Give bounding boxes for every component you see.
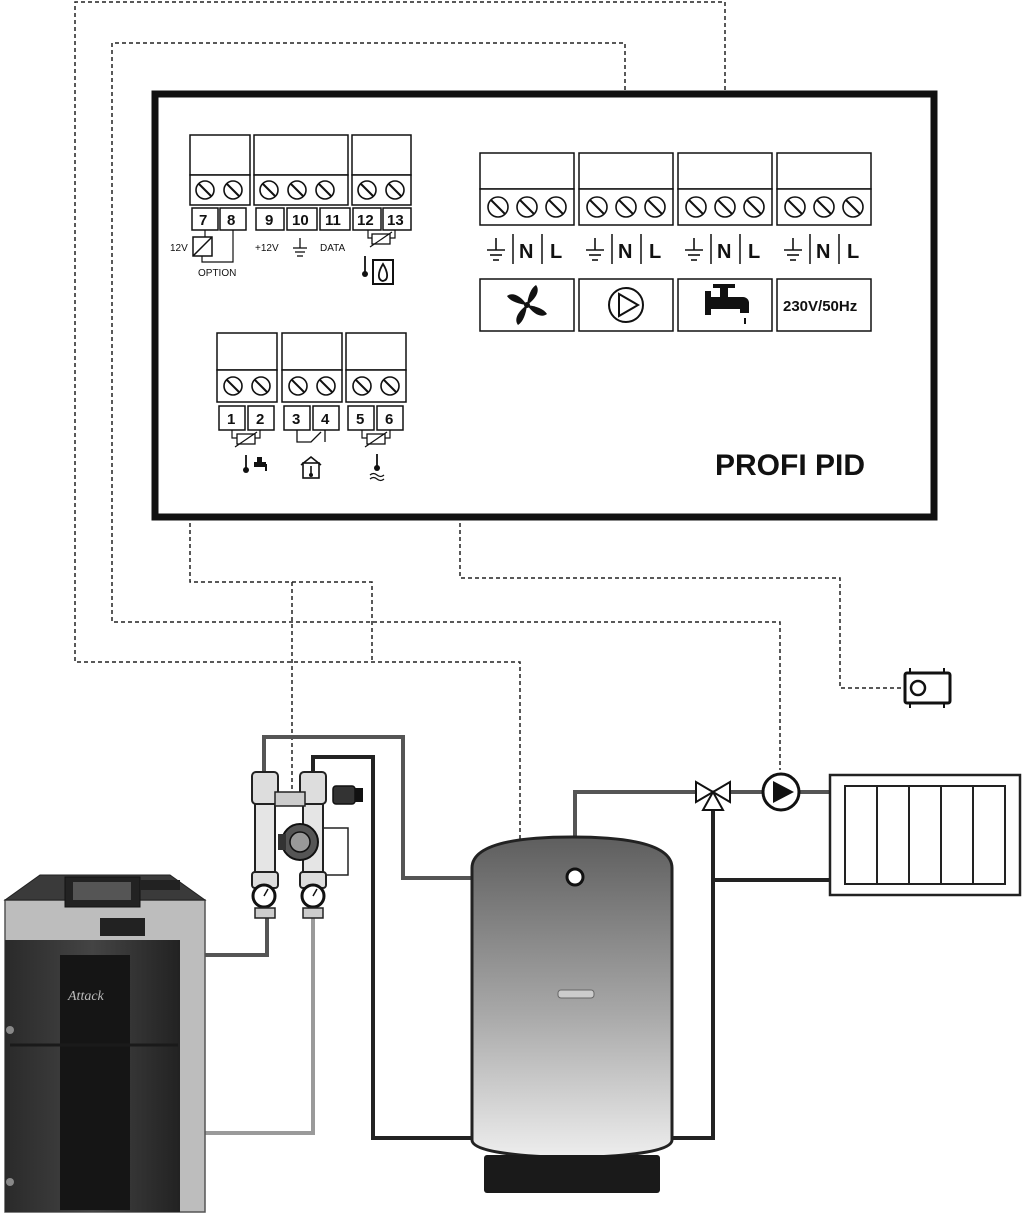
- screw-icon: [195, 180, 405, 200]
- terminal-number: 9: [265, 212, 273, 229]
- circulation-pump-icon: [278, 823, 319, 861]
- controller-title: PROFI PID: [715, 449, 865, 482]
- neutral-label: N: [816, 241, 830, 263]
- terminal-number: 5: [356, 411, 364, 428]
- line-label: L: [847, 241, 859, 263]
- terminal-number: 4: [321, 411, 330, 428]
- room-thermostat-icon: [300, 455, 322, 479]
- terminal-number: 6: [385, 411, 393, 428]
- screw-icon: [487, 196, 864, 218]
- pump-icon: [608, 287, 644, 323]
- boiler: Attack: [3, 874, 207, 1213]
- terminal-number: 7: [199, 212, 207, 229]
- thermistor-icon: [367, 230, 396, 248]
- storage-tank: [470, 835, 674, 1193]
- flame-icon: [372, 259, 394, 285]
- pump-group: [251, 771, 363, 919]
- label-option: OPTION: [198, 268, 236, 279]
- mixing-valve-icon: [695, 780, 731, 811]
- tank-sensor-port: [565, 867, 585, 887]
- terminal-number: 3: [292, 411, 300, 428]
- thermometer-icon: [362, 256, 368, 277]
- line-label: L: [550, 241, 562, 263]
- terminal-number: 11: [325, 212, 341, 229]
- separator-lines: [512, 234, 840, 264]
- screw-icon: [223, 376, 400, 396]
- hot-water-sensor-icon: [243, 455, 267, 473]
- thermistor-icon: [231, 430, 261, 448]
- line-label: L: [748, 241, 760, 263]
- line-label: L: [649, 241, 661, 263]
- heating-pump-icon: [761, 772, 801, 812]
- supply-voltage-label: 230V/50Hz: [783, 298, 857, 315]
- hydraulic-pipes: [180, 735, 830, 1140]
- low-voltage-terminals-top: 7 8 9 10 11 12 13 12V OPTION +12V DATA: [170, 134, 412, 285]
- neutral-label: N: [717, 241, 731, 263]
- ground-icon: [293, 238, 307, 257]
- neutral-label: N: [618, 241, 632, 263]
- faucet-icon: [705, 284, 749, 324]
- terminal-number: 10: [292, 212, 309, 229]
- terminal-number: 1: [227, 411, 235, 428]
- radiator: [828, 773, 1022, 897]
- terminal-number: 12: [357, 212, 374, 229]
- fan-icon: [507, 285, 547, 325]
- room-switch-icon: [296, 430, 326, 443]
- gauge-icon: [251, 883, 277, 909]
- tank-sensor-icon: [369, 454, 385, 482]
- valve-knob-icon: [332, 785, 363, 805]
- terminal-number: 13: [387, 212, 404, 229]
- relay-icon: [192, 230, 234, 263]
- thermistor-icon: [361, 430, 391, 448]
- power-terminals: N L N L N L N L 230V/: [479, 152, 872, 332]
- terminal-number: 2: [256, 411, 264, 428]
- low-voltage-terminals-bottom: 1 2 3 4 5 6: [216, 332, 407, 482]
- room-thermostat-device: [903, 668, 952, 708]
- label-data: DATA: [320, 243, 346, 254]
- label-12v: 12V: [170, 243, 188, 254]
- neutral-label: N: [519, 241, 533, 263]
- terminal-number: 8: [227, 212, 235, 229]
- boiler-logo: Attack: [67, 989, 105, 1004]
- tank-badge: [557, 989, 595, 999]
- ground-icon: [487, 238, 802, 261]
- label-plus12v: +12V: [255, 243, 279, 254]
- gauge-icon: [300, 883, 326, 909]
